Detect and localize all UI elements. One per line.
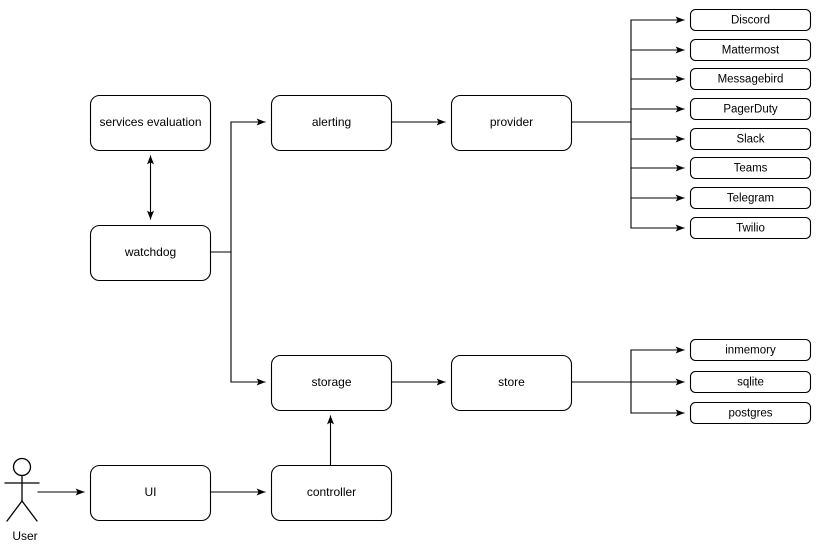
node-provider[interactable]: provider [450, 94, 573, 152]
node-provider-pagerduty-box[interactable] [689, 97, 812, 121]
node-provider-twilio[interactable]: Twilio [689, 216, 812, 240]
node-controller[interactable]: controller [270, 464, 393, 522]
node-store-inmemory[interactable]: inmemory [689, 338, 812, 362]
node-store-postgres-label: postgres [728, 408, 772, 420]
node-provider-mattermost[interactable]: Mattermost [689, 38, 812, 62]
node-provider-messagebird-label: Messagebird [718, 74, 784, 86]
stick-figure-actor-icon[interactable] [4, 457, 40, 522]
node-alerting-label: alerting [312, 115, 351, 129]
node-services-evaluation[interactable]: services evaluation [89, 94, 212, 152]
node-provider-slack-box[interactable] [689, 127, 812, 151]
node-ui[interactable]: UI [89, 464, 212, 522]
node-controller-box[interactable] [270, 464, 393, 522]
node-provider-twilio-label: Twilio [736, 223, 765, 235]
node-provider-telegram-label: Telegram [727, 193, 774, 205]
actor-left-leg-icon [6, 500, 23, 522]
node-storage[interactable]: storage [270, 354, 393, 412]
node-store-sqlite[interactable]: sqlite [689, 370, 812, 394]
node-services-evaluation-box[interactable] [89, 94, 212, 152]
node-alerting-box[interactable] [270, 94, 393, 152]
node-controller-label: controller [307, 485, 356, 499]
node-provider-messagebird-box[interactable] [689, 67, 812, 91]
node-provider-label: provider [490, 115, 533, 129]
node-provider-slack[interactable]: Slack [689, 127, 812, 151]
node-provider-discord-label: Discord [731, 15, 770, 27]
node-provider-slack-label: Slack [736, 134, 764, 146]
node-provider-mattermost-box[interactable] [689, 38, 812, 62]
node-ui-label: UI [145, 485, 157, 499]
node-services-evaluation-label: services evaluation [99, 115, 201, 129]
node-ui-box[interactable] [89, 464, 212, 522]
actor-head-icon [12, 457, 32, 477]
node-store-inmemory-box[interactable] [689, 338, 812, 362]
node-provider-pagerduty-label: PagerDuty [723, 104, 778, 116]
node-store-label: store [498, 375, 525, 389]
node-watchdog[interactable]: watchdog [89, 224, 212, 282]
node-provider-mattermost-label: Mattermost [722, 45, 780, 57]
node-store-sqlite-box[interactable] [689, 370, 812, 394]
node-storage-box[interactable] [270, 354, 393, 412]
node-store-postgres[interactable]: postgres [689, 401, 812, 425]
node-provider-messagebird[interactable]: Messagebird [689, 67, 812, 91]
node-alerting[interactable]: alerting [270, 94, 393, 152]
node-provider-teams-label: Teams [734, 163, 768, 175]
node-provider-telegram-box[interactable] [689, 186, 812, 210]
node-store-sqlite-label: sqlite [737, 377, 764, 389]
node-watchdog-label: watchdog [124, 245, 176, 259]
node-watchdog-box[interactable] [89, 224, 212, 282]
node-store[interactable]: store [450, 354, 573, 412]
node-store-inmemory-label: inmemory [725, 345, 776, 357]
node-provider-telegram[interactable]: Telegram [689, 186, 812, 210]
node-provider-pagerduty[interactable]: PagerDuty [689, 97, 812, 121]
node-storage-label: storage [311, 375, 351, 389]
node-provider-teams[interactable]: Teams [689, 156, 812, 180]
node-provider-discord-box[interactable] [689, 8, 812, 32]
node-provider-twilio-box[interactable] [689, 216, 812, 240]
node-provider-discord[interactable]: Discord [689, 8, 812, 32]
node-store-postgres-box[interactable] [689, 401, 812, 425]
actor-label: User [12, 529, 37, 543]
node-store-box[interactable] [450, 354, 573, 412]
node-provider-box[interactable] [450, 94, 573, 152]
actor-right-leg-icon [21, 500, 38, 522]
node-provider-teams-box[interactable] [689, 156, 812, 180]
